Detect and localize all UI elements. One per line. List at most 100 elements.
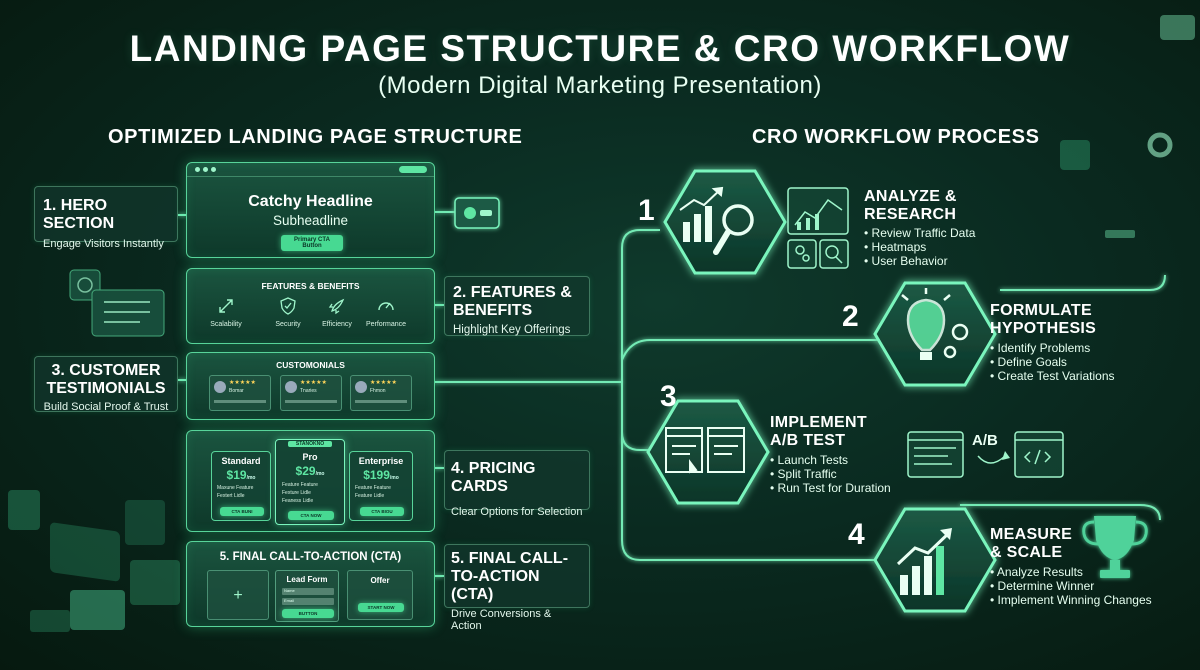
lead-form-button[interactable]: BUTTON bbox=[282, 609, 334, 618]
plan-price: $199 bbox=[363, 468, 390, 482]
plan-feature: Maxune Feature bbox=[217, 485, 254, 491]
hero-panel: Catchy Headline Subheadline Primary CTA … bbox=[186, 162, 435, 258]
pricing-label-sub: Clear Options for Selection bbox=[451, 506, 583, 518]
step-title: MEASURE bbox=[990, 526, 1073, 543]
cta-label-title: 5. FINAL CALL-TO-ACTION (CTA) bbox=[451, 550, 569, 603]
step-number-2: 2 bbox=[842, 300, 859, 333]
step-item: Split Traffic bbox=[770, 467, 910, 481]
step-title: ANALYZE & bbox=[864, 188, 957, 205]
hero-label-sub: Engage Visitors Instantly bbox=[43, 238, 164, 250]
testimonial-name: Bomar bbox=[229, 388, 244, 394]
plan-cta-button[interactable]: CTA BIOU bbox=[360, 507, 404, 516]
step-item: Create Test Variations bbox=[990, 369, 1150, 383]
cta-label-sub: Drive Conversions & Action bbox=[451, 608, 552, 632]
gauge-icon bbox=[377, 297, 395, 315]
decor-bottom-left bbox=[8, 490, 180, 632]
plan-feature: Feature Feature bbox=[282, 482, 318, 488]
cta-label-box: 5. FINAL CALL-TO-ACTION (CTA) Drive Conv… bbox=[444, 544, 590, 632]
step-item: Analyze Results bbox=[990, 565, 1180, 579]
plan-cta-button[interactable]: CTA NOW bbox=[288, 511, 334, 520]
ab-pages-icon bbox=[665, 427, 745, 474]
step-item: Heatmaps bbox=[864, 240, 1004, 254]
testimonial-name: Fhmon bbox=[370, 388, 386, 394]
cta-panel-title: 5. FINAL CALL-TO-ACTION (CTA) bbox=[219, 551, 402, 563]
testimonials-panel: CUSTOMONIALS ★★★★★ Bomar ★★★★★ Tnaries ★… bbox=[186, 352, 435, 420]
step-item: Identify Problems bbox=[990, 341, 1150, 355]
star-rating: ★★★★★ bbox=[370, 380, 397, 386]
plan-feature: Fextert Lidle bbox=[217, 493, 245, 499]
hero-headline: Catchy Headline bbox=[248, 193, 373, 210]
plan-name: Standard bbox=[221, 456, 261, 466]
star-rating: ★★★★★ bbox=[300, 380, 327, 386]
pricing-panel: Standard $19/mo Maxune Feature Fextert L… bbox=[186, 430, 435, 532]
step-4-text: MEASURE & SCALE Analyze Results Determin… bbox=[990, 526, 1180, 607]
lead-form-title: Lead Form bbox=[286, 575, 328, 584]
step-title: FORMULATE bbox=[990, 302, 1092, 319]
testimonial-card: ★★★★★ Bomar bbox=[209, 375, 271, 411]
pricing-label-title: 4. PRICING CARDS bbox=[451, 460, 536, 495]
step-title: HYPOTHESIS bbox=[990, 320, 1097, 337]
testimonials-label-sub: Build Social Proof & Trust bbox=[43, 401, 169, 413]
avatar bbox=[214, 381, 226, 393]
step-item: Determine Winner bbox=[990, 579, 1180, 593]
offer-card: Offer START NOW bbox=[347, 570, 413, 620]
decor-left-list bbox=[69, 269, 165, 337]
step-item: Launch Tests bbox=[770, 453, 910, 467]
rocket-icon bbox=[328, 297, 346, 315]
step-item: Define Goals bbox=[990, 355, 1150, 369]
decor-top-right bbox=[1060, 15, 1195, 238]
cta-panel: 5. FINAL CALL-TO-ACTION (CTA) + Lead For… bbox=[186, 541, 435, 627]
plan-price: $29 bbox=[295, 464, 316, 478]
plan-period: /mo bbox=[246, 475, 256, 481]
star-rating: ★★★★★ bbox=[229, 380, 256, 386]
step-title: RESEARCH bbox=[864, 206, 957, 223]
features-label-title: 2. FEATURES & BENEFITS bbox=[453, 284, 572, 319]
offer-title: Offer bbox=[370, 576, 390, 585]
shield-icon bbox=[280, 297, 296, 315]
features-label-box: 2. FEATURES & BENEFITS Highlight Key Off… bbox=[444, 276, 590, 336]
pricing-card-pro: STANOKNO Pro $29/mo Feature Feature Fext… bbox=[275, 439, 345, 525]
page-title: LANDING PAGE STRUCTURE & CRO WORKFLOW bbox=[129, 28, 1071, 69]
email-field[interactable]: Email bbox=[282, 598, 334, 605]
plan-feature: Feaness Lidle bbox=[282, 498, 314, 504]
plan-feature: Feature Lidle bbox=[355, 493, 385, 499]
hex-step-4 bbox=[873, 507, 997, 613]
growth-chart-icon bbox=[896, 528, 952, 595]
features-panel: FEATURES & BENEFITS Scalability Security… bbox=[186, 268, 435, 344]
step-title: A/B TEST bbox=[770, 432, 846, 449]
feature-label-scalability: Scalability bbox=[210, 321, 242, 328]
image-placeholder: + bbox=[207, 570, 269, 620]
step-number-3: 3 bbox=[660, 380, 677, 413]
ab-test-graphic bbox=[907, 431, 1064, 478]
feature-label-security: Security bbox=[275, 321, 301, 328]
text-line bbox=[355, 400, 407, 403]
hero-label-box: 1. HERO SECTION Engage Visitors Instantl… bbox=[34, 186, 178, 250]
plan-badge: STANOKNO bbox=[288, 441, 332, 447]
feature-label-efficiency: Efficiency bbox=[322, 321, 352, 328]
step-item: Implement Winning Changes bbox=[990, 593, 1180, 607]
hero-cta-button[interactable]: Primary CTA Button bbox=[281, 235, 343, 251]
browser-bar bbox=[187, 163, 434, 177]
step-1-text: ANALYZE & RESEARCH Review Traffic Data H… bbox=[864, 188, 1004, 268]
offer-button[interactable]: START NOW bbox=[358, 603, 404, 612]
name-field[interactable]: Name bbox=[282, 588, 334, 595]
pricing-label-box: 4. PRICING CARDS Clear Options for Selec… bbox=[444, 450, 590, 518]
step-item: Run Test for Duration bbox=[770, 481, 910, 495]
page-subtitle: (Modern Digital Marketing Presentation) bbox=[378, 72, 822, 99]
scalability-icon bbox=[218, 298, 234, 314]
lightbulb-gears-icon bbox=[901, 288, 969, 360]
plan-period: /mo bbox=[315, 471, 325, 477]
features-panel-title: FEATURES & BENEFITS bbox=[261, 281, 360, 291]
text-line bbox=[285, 400, 337, 403]
feature-label-performance: Performance bbox=[365, 321, 407, 328]
step-item: User Behavior bbox=[864, 254, 1004, 268]
plan-price: $19 bbox=[226, 468, 247, 482]
left-section-heading: OPTIMIZED LANDING PAGE STRUCTURE bbox=[108, 126, 523, 148]
ab-label: A/B bbox=[972, 432, 998, 449]
step-title: IMPLEMENT bbox=[770, 414, 867, 431]
step-number-1: 1 bbox=[638, 194, 655, 227]
testimonial-card: ★★★★★ Tnaries bbox=[280, 375, 342, 411]
features-label-sub: Highlight Key Offerings bbox=[453, 324, 571, 336]
plan-cta-button[interactable]: CTA BUNI bbox=[220, 507, 264, 516]
